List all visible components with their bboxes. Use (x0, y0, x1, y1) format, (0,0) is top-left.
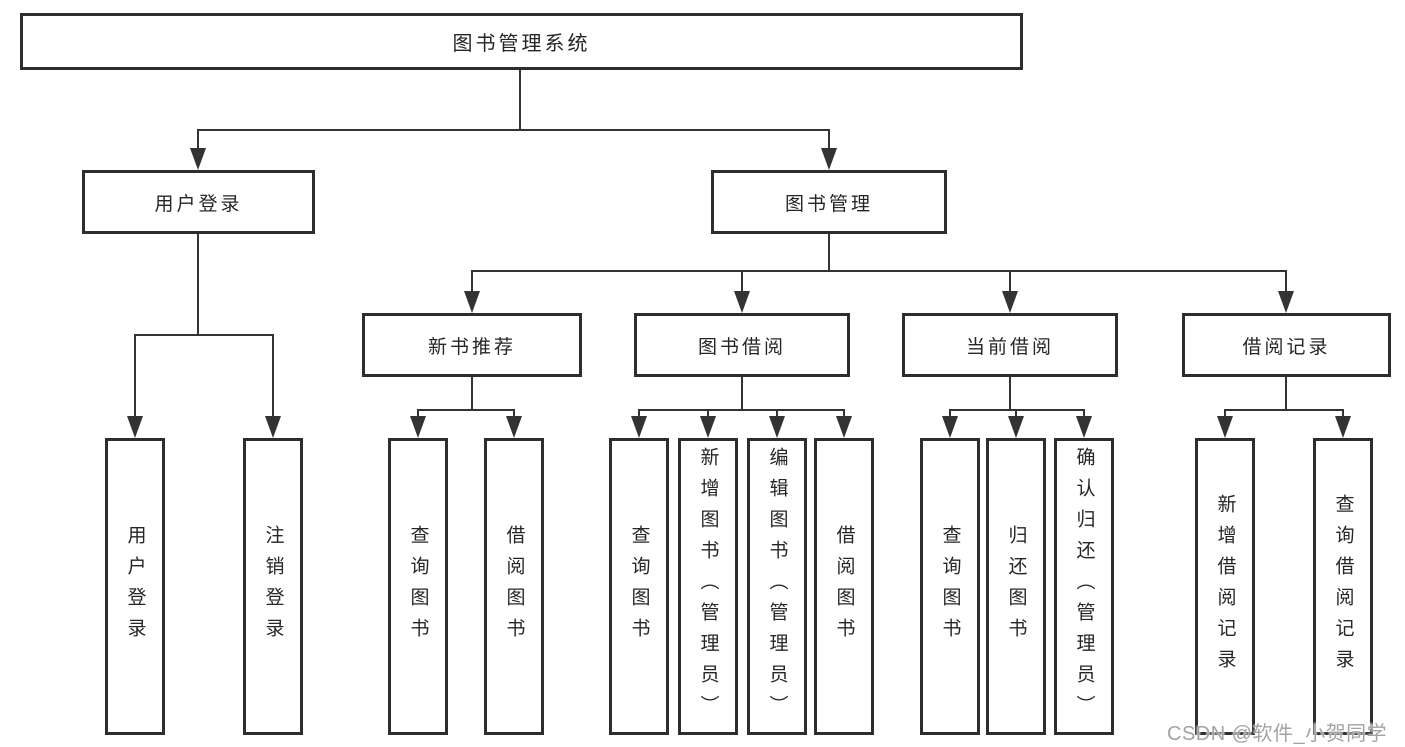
connector-line (706, 410, 710, 416)
node-label: 图书管理系统 (452, 33, 591, 55)
leaf-borrow-books-borrow: 借阅图书 (814, 438, 874, 735)
leaf-return-book: 归还图书 (986, 438, 1046, 735)
node-label: 图书借阅 (697, 336, 786, 358)
leaf-label: 注销登录 (262, 524, 284, 649)
arrowhead (410, 416, 426, 438)
leaf-label: 归还图书 (1005, 524, 1027, 649)
connector-line (948, 410, 952, 416)
arrowhead (1278, 291, 1294, 313)
connector-line (1008, 271, 1012, 291)
leaf-add-book-admin: 新增图书（管理员） (678, 438, 738, 735)
leaf-query-borrow-record: 查询借阅记录 (1313, 438, 1373, 735)
arrowhead (769, 416, 785, 438)
arrowhead (1335, 416, 1351, 438)
connector-line (196, 234, 200, 336)
arrowhead (1076, 416, 1092, 438)
connector-line (775, 410, 779, 416)
arrowhead (821, 148, 837, 170)
leaf-add-borrow-record: 新增借阅记录 (1195, 438, 1255, 735)
arrowhead (942, 416, 958, 438)
connector-line (1223, 410, 1227, 416)
node-label: 图书管理 (784, 193, 873, 215)
node-new-book-recommend: 新书推荐 (362, 313, 582, 377)
arrowhead (631, 416, 647, 438)
connector-line (518, 69, 522, 131)
leaf-label: 借阅图书 (833, 524, 855, 649)
node-label: 当前借阅 (965, 336, 1054, 358)
connector-line (740, 271, 744, 291)
arrowhead (1217, 416, 1233, 438)
leaf-query-books-current: 查询图书 (920, 438, 980, 735)
connector-line (133, 335, 137, 416)
connector-line (1284, 377, 1288, 411)
csdn-watermark: CSDN @软件_小贺同学 (1167, 723, 1388, 745)
connector-line (1284, 271, 1288, 291)
connector-line (196, 130, 200, 148)
leaf-query-books-borrow: 查询图书 (609, 438, 669, 735)
arrowhead (190, 148, 206, 170)
node-current-borrowing: 当前借阅 (902, 313, 1118, 377)
connector-line (740, 377, 744, 411)
connector-line (842, 410, 846, 416)
leaf-label: 新增图书（管理员） (697, 447, 719, 726)
leaf-label: 用户登录 (124, 524, 146, 649)
connector-line (1223, 408, 1345, 412)
leaf-label: 新增借阅记录 (1214, 493, 1236, 680)
node-library-management-system: 图书管理系统 (20, 13, 1023, 70)
connector-line (133, 333, 275, 337)
leaf-confirm-return-admin: 确认归还（管理员） (1054, 438, 1114, 735)
node-user-login: 用户登录 (82, 170, 315, 234)
arrowhead (1002, 291, 1018, 313)
connector-line (512, 410, 516, 416)
arrowhead (734, 291, 750, 313)
leaf-query-books-recommend: 查询图书 (388, 438, 448, 735)
leaf-label: 查询图书 (628, 524, 650, 649)
leaf-borrow-books-recommend: 借阅图书 (484, 438, 544, 735)
leaf-user-login: 用户登录 (105, 438, 165, 735)
leaf-label: 查询图书 (939, 524, 961, 649)
connector-line (416, 410, 420, 416)
arrowhead (506, 416, 522, 438)
leaf-edit-book-admin: 编辑图书（管理员） (747, 438, 807, 735)
node-borrowing-records: 借阅记录 (1182, 313, 1391, 377)
connector-line (637, 408, 846, 412)
arrowhead (700, 416, 716, 438)
connector-line (827, 234, 831, 272)
connector-line (1341, 410, 1345, 416)
connector-line (416, 408, 516, 412)
connector-line (1008, 377, 1012, 411)
node-label: 新书推荐 (427, 336, 516, 358)
arrowhead (127, 416, 143, 438)
arrowhead (1008, 416, 1024, 438)
node-book-management: 图书管理 (711, 170, 947, 234)
leaf-label: 确认归还（管理员） (1073, 447, 1095, 726)
arrowhead (836, 416, 852, 438)
node-book-borrowing: 图书借阅 (634, 313, 850, 377)
node-label: 借阅记录 (1242, 336, 1331, 358)
leaf-label: 编辑图书（管理员） (766, 447, 788, 726)
leaf-label: 查询图书 (407, 524, 429, 649)
connector-line (470, 377, 474, 411)
leaf-label: 查询借阅记录 (1332, 493, 1354, 680)
arrowhead (464, 291, 480, 313)
connector-line (470, 269, 1288, 273)
connector-line (1082, 410, 1086, 416)
leaf-logout: 注销登录 (243, 438, 303, 735)
connector-line (271, 335, 275, 416)
leaf-label: 借阅图书 (503, 524, 525, 649)
connector-line (827, 130, 831, 148)
connector-line (196, 128, 831, 132)
connector-line (1014, 410, 1018, 416)
node-label: 用户登录 (154, 193, 243, 215)
connector-line (470, 271, 474, 291)
arrowhead (265, 416, 281, 438)
connector-line (637, 410, 641, 416)
